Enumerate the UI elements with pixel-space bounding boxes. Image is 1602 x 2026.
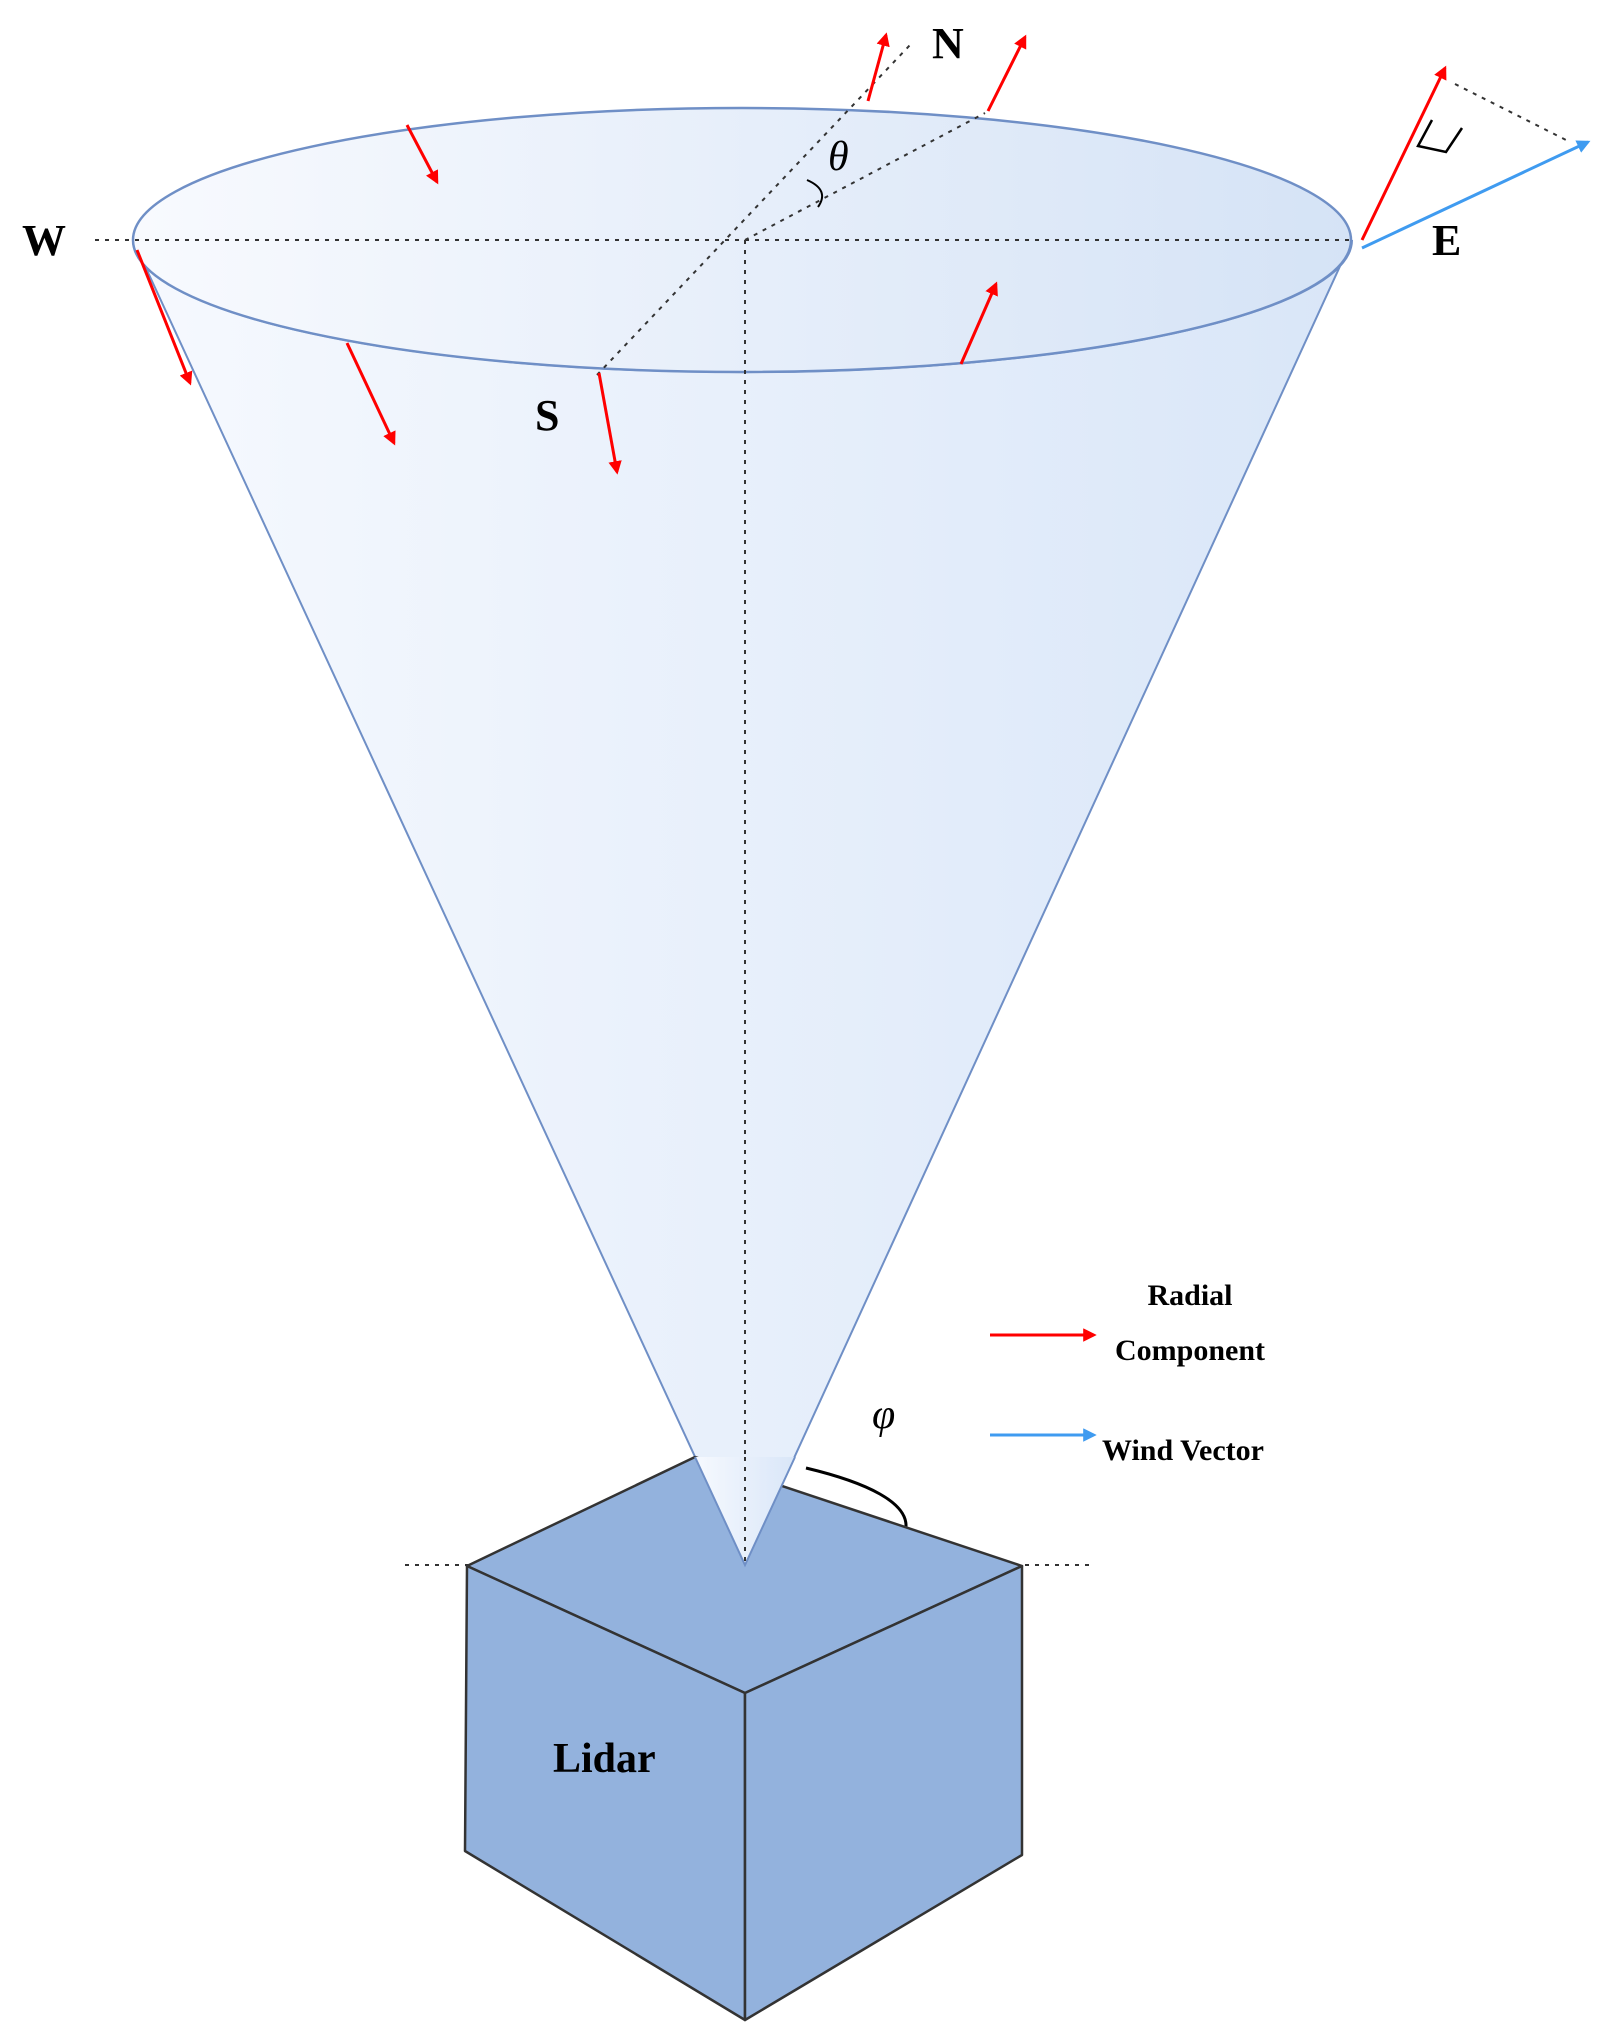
wind-vector-arrow: [1361, 140, 1591, 250]
radial-arrow: [959, 281, 998, 365]
radial-arrows: [135, 32, 1447, 475]
radial-arrow: [345, 342, 396, 446]
elevation-angle-label: φ: [872, 1392, 895, 1438]
right-angle-marker: [1416, 119, 1464, 154]
radial-arrow: [866, 32, 890, 102]
azimuth-angle-label: θ: [828, 134, 849, 180]
radial-arrow: [986, 34, 1027, 112]
radial-arrow: [405, 124, 439, 185]
south-label: S: [535, 391, 559, 440]
radial-arrow: [597, 372, 622, 475]
legend-wind-label: Wind Vector: [1102, 1434, 1264, 1467]
cone-tip-edges: [694, 1456, 796, 1568]
west-label: W: [22, 216, 66, 265]
north-label: N: [932, 19, 964, 68]
radial-arrow: [1360, 65, 1447, 241]
reference-lines: [95, 44, 1571, 1566]
legend-radial-label-line2: Component: [1115, 1334, 1265, 1367]
lidar-label: Lidar: [553, 1736, 656, 1782]
radial-arrow: [135, 249, 193, 386]
legend: Radial Component Wind Vector: [990, 1279, 1265, 1467]
azimuth-arc: [806, 179, 824, 208]
east-label: E: [1432, 216, 1461, 265]
projection-line: [1454, 83, 1571, 143]
lidar-box-side: [743, 1564, 1024, 2022]
lidar-box: [463, 1455, 1024, 2022]
legend-radial-label-line1: Radial: [1147, 1279, 1232, 1312]
